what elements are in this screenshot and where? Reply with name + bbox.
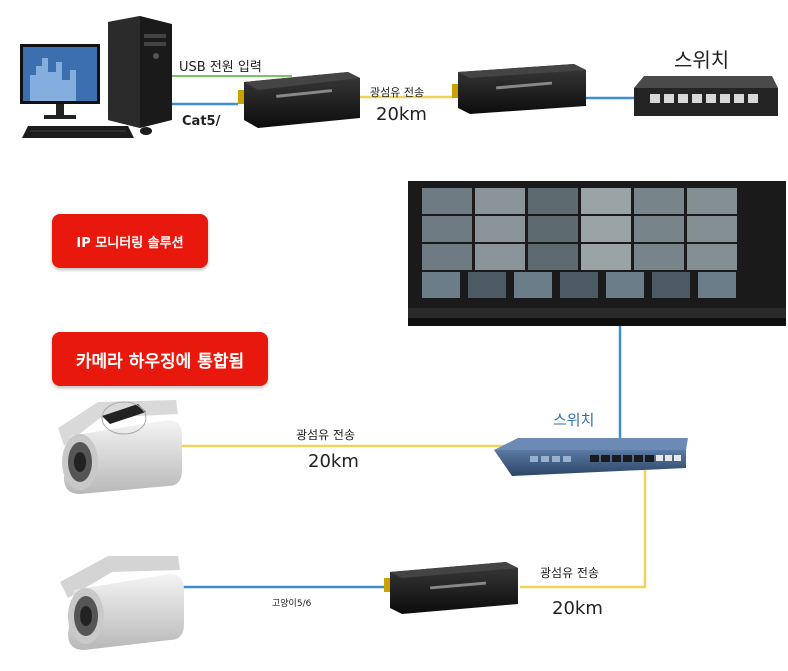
- video-wall-screen: [687, 188, 737, 214]
- desk-monitor: [560, 272, 598, 298]
- computer-monitor: [20, 44, 100, 119]
- ip-monitoring-badge: IP 모니터링 솔루션: [52, 214, 208, 268]
- switch-label-mid: 스위치: [553, 411, 595, 429]
- video-wall-screen: [581, 188, 631, 214]
- video-wall-screen: [475, 244, 525, 270]
- fiber-converter-top-right: [452, 64, 586, 114]
- fiber-label-cam1: 광섬유 전송: [296, 428, 356, 442]
- usb-power-label: USB 전원 입력: [179, 60, 262, 75]
- video-wall-screen: [634, 216, 684, 242]
- video-wall-screen: [581, 244, 631, 270]
- video-wall-screen: [687, 244, 737, 270]
- video-wall-screen: [422, 216, 472, 242]
- camera-integrated-badge: 카메라 하우징에 통합됨: [52, 332, 268, 386]
- video-wall-screen: [528, 188, 578, 214]
- cat56-label-cam2: 고양이5/6: [272, 599, 312, 609]
- network-switch-top: [634, 76, 778, 116]
- integrated-converter: [101, 401, 147, 435]
- video-wall-screen: [528, 216, 578, 242]
- video-wall-screen: [422, 244, 472, 270]
- switch-label-top: 스위치: [674, 48, 730, 72]
- desk-monitor: [514, 272, 552, 298]
- camera-housing-1: [58, 400, 182, 494]
- video-wall-screen: [475, 188, 525, 214]
- fiber-converter-bottom: [384, 562, 518, 614]
- video-wall-screen: [422, 188, 472, 214]
- video-wall-screen: [687, 216, 737, 242]
- video-wall-screen: [581, 216, 631, 242]
- fiber-label-top: 광섬유 전송: [370, 86, 425, 99]
- fiber-converter-top-left: [238, 72, 360, 128]
- desk-monitor: [698, 272, 736, 298]
- distance-label-top: 20km: [376, 104, 427, 125]
- network-switch-mid: [494, 438, 688, 476]
- video-wall-screen: [528, 244, 578, 270]
- distance-label-cam1: 20km: [308, 451, 359, 472]
- computer-tower: [108, 16, 172, 128]
- cat5-label: Cat5/: [182, 114, 221, 129]
- cable-fiber-cam2: [520, 468, 647, 589]
- video-wall: [408, 181, 786, 326]
- keyboard: [22, 126, 134, 138]
- desk-monitor: [468, 272, 506, 298]
- fiber-label-cam2: 광섬유 전송: [540, 566, 600, 580]
- mouse: [140, 127, 152, 135]
- distance-label-cam2: 20km: [552, 598, 603, 619]
- desk-monitor: [422, 272, 460, 298]
- video-wall-screen: [475, 216, 525, 242]
- video-wall-screen: [634, 244, 684, 270]
- desk-monitor: [652, 272, 690, 298]
- camera-housing-2: [60, 556, 184, 650]
- video-wall-screen: [634, 188, 684, 214]
- desk-monitor: [606, 272, 644, 298]
